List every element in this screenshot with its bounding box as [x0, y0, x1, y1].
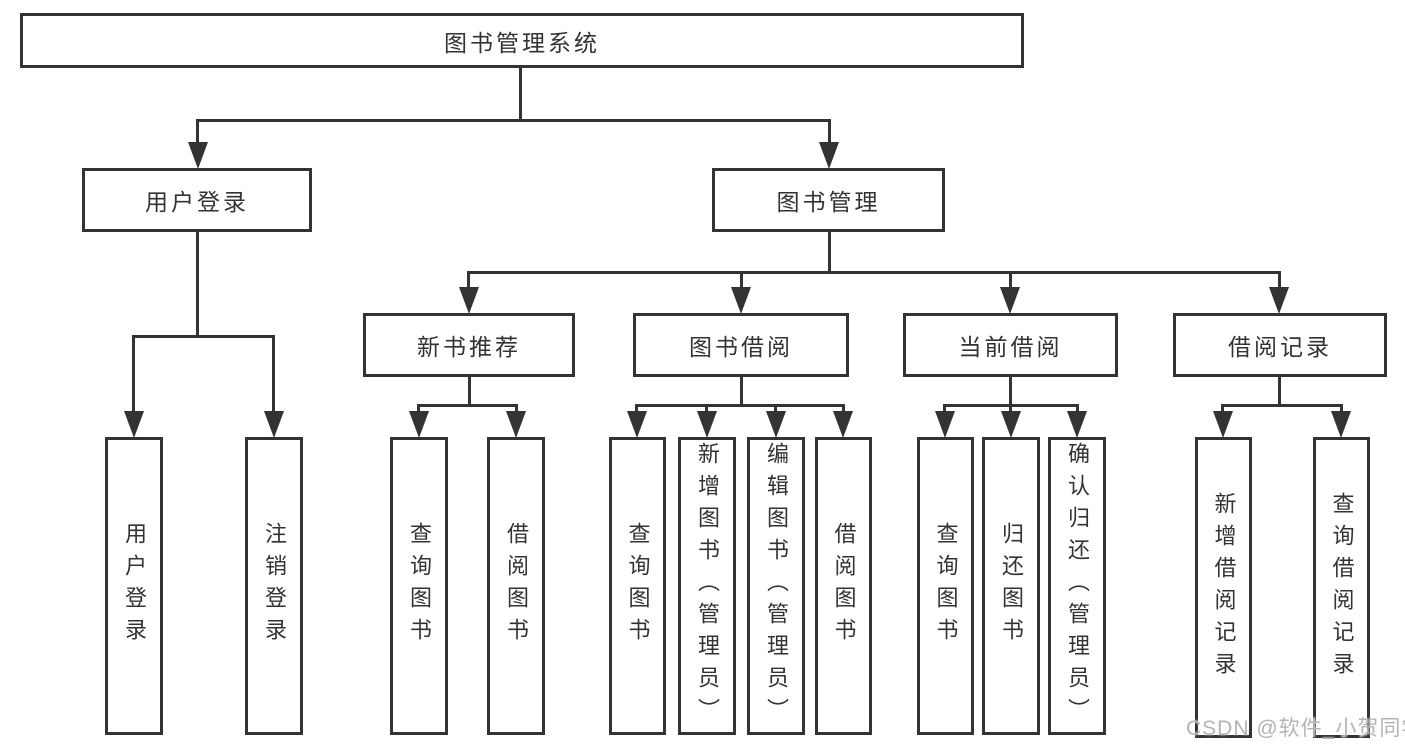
connector-vline — [774, 404, 777, 414]
leaf-borrow-books-borrowing: 借阅图书 — [815, 437, 872, 735]
node-borrowing-records: 借阅记录 — [1173, 313, 1387, 377]
leaf-user-login: 用户登录 — [105, 437, 163, 735]
connector-vline — [1278, 271, 1281, 291]
connector-vline — [842, 404, 845, 414]
leaf-label: 借阅图书 — [831, 522, 857, 650]
arrowhead-down-icon — [766, 411, 786, 438]
arrowhead-down-icon — [1269, 287, 1289, 314]
leaf-query-borrow-record: 查询借阅记录 — [1313, 437, 1370, 738]
node-user-login: 用户登录 — [82, 168, 312, 232]
leaf-label: 编辑图书（管理员） — [764, 442, 789, 730]
arrowhead-down-icon — [264, 411, 284, 438]
leaf-query-books-borrowing: 查询图书 — [609, 437, 666, 735]
connector-vline — [1076, 404, 1079, 414]
arrowhead-down-icon — [833, 411, 853, 438]
connector-vline — [132, 335, 135, 413]
connector-vline — [1009, 404, 1012, 414]
connector-vline — [635, 404, 638, 414]
arrowhead-down-icon — [188, 142, 208, 169]
connector-hline — [132, 335, 275, 338]
connector-vline — [1221, 404, 1224, 414]
leaf-label: 归还图书 — [999, 522, 1024, 650]
arrowhead-down-icon — [819, 142, 839, 169]
leaf-label: 新增借阅记录 — [1211, 491, 1237, 684]
leaf-label: 注销登录 — [262, 522, 287, 650]
leaf-label: 查询借阅记录 — [1329, 491, 1355, 684]
node-label: 当前借阅 — [958, 334, 1063, 360]
arrowhead-down-icon — [409, 411, 429, 438]
node-current-borrowing: 当前借阅 — [903, 313, 1118, 377]
leaf-return-book: 归还图书 — [982, 437, 1040, 735]
connector-hline — [417, 404, 518, 407]
node-label: 图书管理 — [776, 189, 881, 215]
leaf-borrow-books-recommend: 借阅图书 — [487, 437, 545, 735]
arrowhead-down-icon — [124, 411, 144, 438]
arrowhead-down-icon — [459, 287, 479, 314]
leaf-label: 新增图书（管理员） — [695, 442, 720, 730]
arrowhead-down-icon — [731, 287, 751, 314]
leaf-query-books-recommend: 查询图书 — [390, 437, 448, 735]
arrowhead-down-icon — [1000, 287, 1020, 314]
leaf-label: 借阅图书 — [504, 522, 529, 650]
leaf-label: 查询图书 — [625, 522, 651, 650]
arrowhead-down-icon — [935, 411, 955, 438]
connector-vline — [740, 375, 743, 406]
connector-vline — [943, 404, 946, 414]
leaf-query-books-current: 查询图书 — [917, 437, 974, 735]
connector-hline — [1221, 404, 1343, 407]
connector-vline — [828, 119, 831, 147]
connector-vline — [468, 375, 471, 406]
connector-vline — [519, 68, 522, 121]
csdn-watermark: CSDN @软件_小贺同学 — [1186, 717, 1405, 740]
leaf-edit-book-admin: 编辑图书（管理员） — [747, 437, 805, 735]
connector-vline — [417, 404, 420, 414]
connector-vline — [828, 231, 831, 274]
connector-hline — [467, 271, 1281, 274]
node-label: 图书借阅 — [689, 334, 793, 360]
node-label: 图书管理系统 — [444, 29, 600, 56]
node-book-borrowing: 图书借阅 — [633, 313, 849, 377]
leaf-label: 查询图书 — [407, 522, 432, 650]
arrowhead-down-icon — [1213, 411, 1233, 438]
leaf-label: 用户登录 — [122, 522, 147, 650]
leaf-confirm-return-admin: 确认归还（管理员） — [1048, 437, 1106, 735]
arrowhead-down-icon — [1067, 411, 1087, 438]
arrowhead-down-icon — [506, 411, 526, 438]
node-label: 借阅记录 — [1228, 334, 1332, 360]
leaf-add-borrow-record: 新增借阅记录 — [1195, 437, 1252, 738]
arrowhead-down-icon — [627, 411, 647, 438]
node-label: 新书推荐 — [417, 334, 521, 360]
leaf-add-book-admin: 新增图书（管理员） — [678, 437, 736, 735]
connector-vline — [1009, 271, 1012, 291]
connector-vline — [740, 271, 743, 291]
leaf-logout: 注销登录 — [245, 437, 303, 735]
node-new-book-recommend: 新书推荐 — [363, 313, 575, 377]
node-book-management: 图书管理 — [712, 168, 945, 232]
arrowhead-down-icon — [1331, 411, 1351, 438]
connector-vline — [272, 335, 275, 413]
connector-vline — [705, 404, 708, 414]
connector-hline — [635, 404, 845, 407]
connector-vline — [515, 404, 518, 414]
connector-vline — [1278, 375, 1281, 406]
connector-vline — [196, 231, 199, 337]
connector-hline — [196, 119, 831, 122]
connector-vline — [467, 271, 470, 291]
arrowhead-down-icon — [1001, 411, 1021, 438]
connector-vline — [196, 119, 199, 147]
connector-vline — [1009, 375, 1012, 406]
node-label: 用户登录 — [145, 189, 249, 215]
connector-vline — [1340, 404, 1343, 414]
arrowhead-down-icon — [697, 411, 717, 438]
leaf-label: 确认归还（管理员） — [1065, 442, 1090, 730]
leaf-label: 查询图书 — [933, 522, 959, 650]
node-library-system: 图书管理系统 — [20, 13, 1024, 68]
